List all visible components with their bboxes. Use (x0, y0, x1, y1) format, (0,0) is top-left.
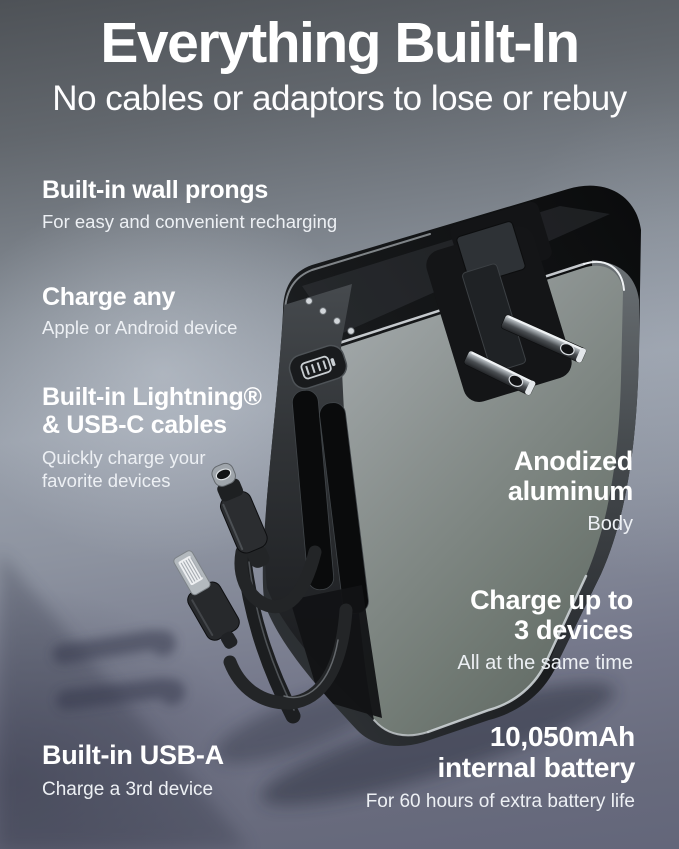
feature-usb-a: Built-in USB-A Charge a 3rd device (42, 740, 224, 801)
wall-prong-upper (500, 314, 587, 363)
header: Everything Built-In No cables or adaptor… (0, 14, 679, 119)
wall-prong-lower (463, 350, 536, 396)
feature-wall-prongs: Built-in wall prongs For easy and conven… (42, 176, 337, 234)
feature-description: All at the same time (457, 652, 633, 675)
feature-title: Charge up to 3 devices (470, 585, 633, 646)
feature-description: For 60 hours of extra battery life (365, 790, 635, 812)
usb-c-connector (211, 462, 270, 568)
feature-title: Built-in wall prongs (42, 176, 268, 204)
built-in-cables (223, 545, 353, 724)
cable-shadows (0, 552, 616, 849)
feature-description: Charge a 3rd device (42, 779, 214, 801)
feature-description: Body (587, 513, 633, 536)
power-bank-body (262, 185, 641, 746)
wall-prongs (463, 314, 587, 396)
feature-title: Anodized aluminum (507, 446, 633, 507)
feature-charge-any: Charge any Apple or Android device (42, 283, 237, 340)
lightning-cable (223, 603, 353, 710)
feature-charge-three-devices: Charge up to 3 devices All at the same t… (457, 585, 633, 676)
feature-built-in-cables: Built-in Lightning® & USB-C cables Quick… (42, 383, 262, 492)
feature-description: For easy and convenient recharging (42, 211, 338, 232)
feature-title: Built-in USB-A (42, 740, 224, 770)
feature-title: Built-in Lightning® & USB-C cables (42, 383, 262, 439)
battery-level-icon (300, 355, 336, 380)
feature-anodized-aluminum: Anodized aluminum Body (508, 446, 633, 537)
led-indicator-lights (305, 297, 355, 335)
front-face (340, 265, 623, 736)
page-subtitle: No cables or adaptors to lose or rebuy (52, 79, 627, 119)
lightning-connector (173, 550, 240, 649)
feature-title: Charge any (42, 283, 176, 311)
feature-description: Apple or Android device (42, 317, 238, 338)
prong-recess (426, 201, 572, 402)
feature-battery-capacity: 10,050mAh internal battery For 60 hours … (365, 721, 636, 813)
feature-description: Quickly charge your favorite devices (42, 447, 206, 491)
power-button (288, 344, 348, 390)
device-shadow (260, 682, 616, 806)
page-title: Everything Built-In (100, 11, 580, 75)
feature-title: 10,050mAh internal battery (437, 721, 636, 784)
